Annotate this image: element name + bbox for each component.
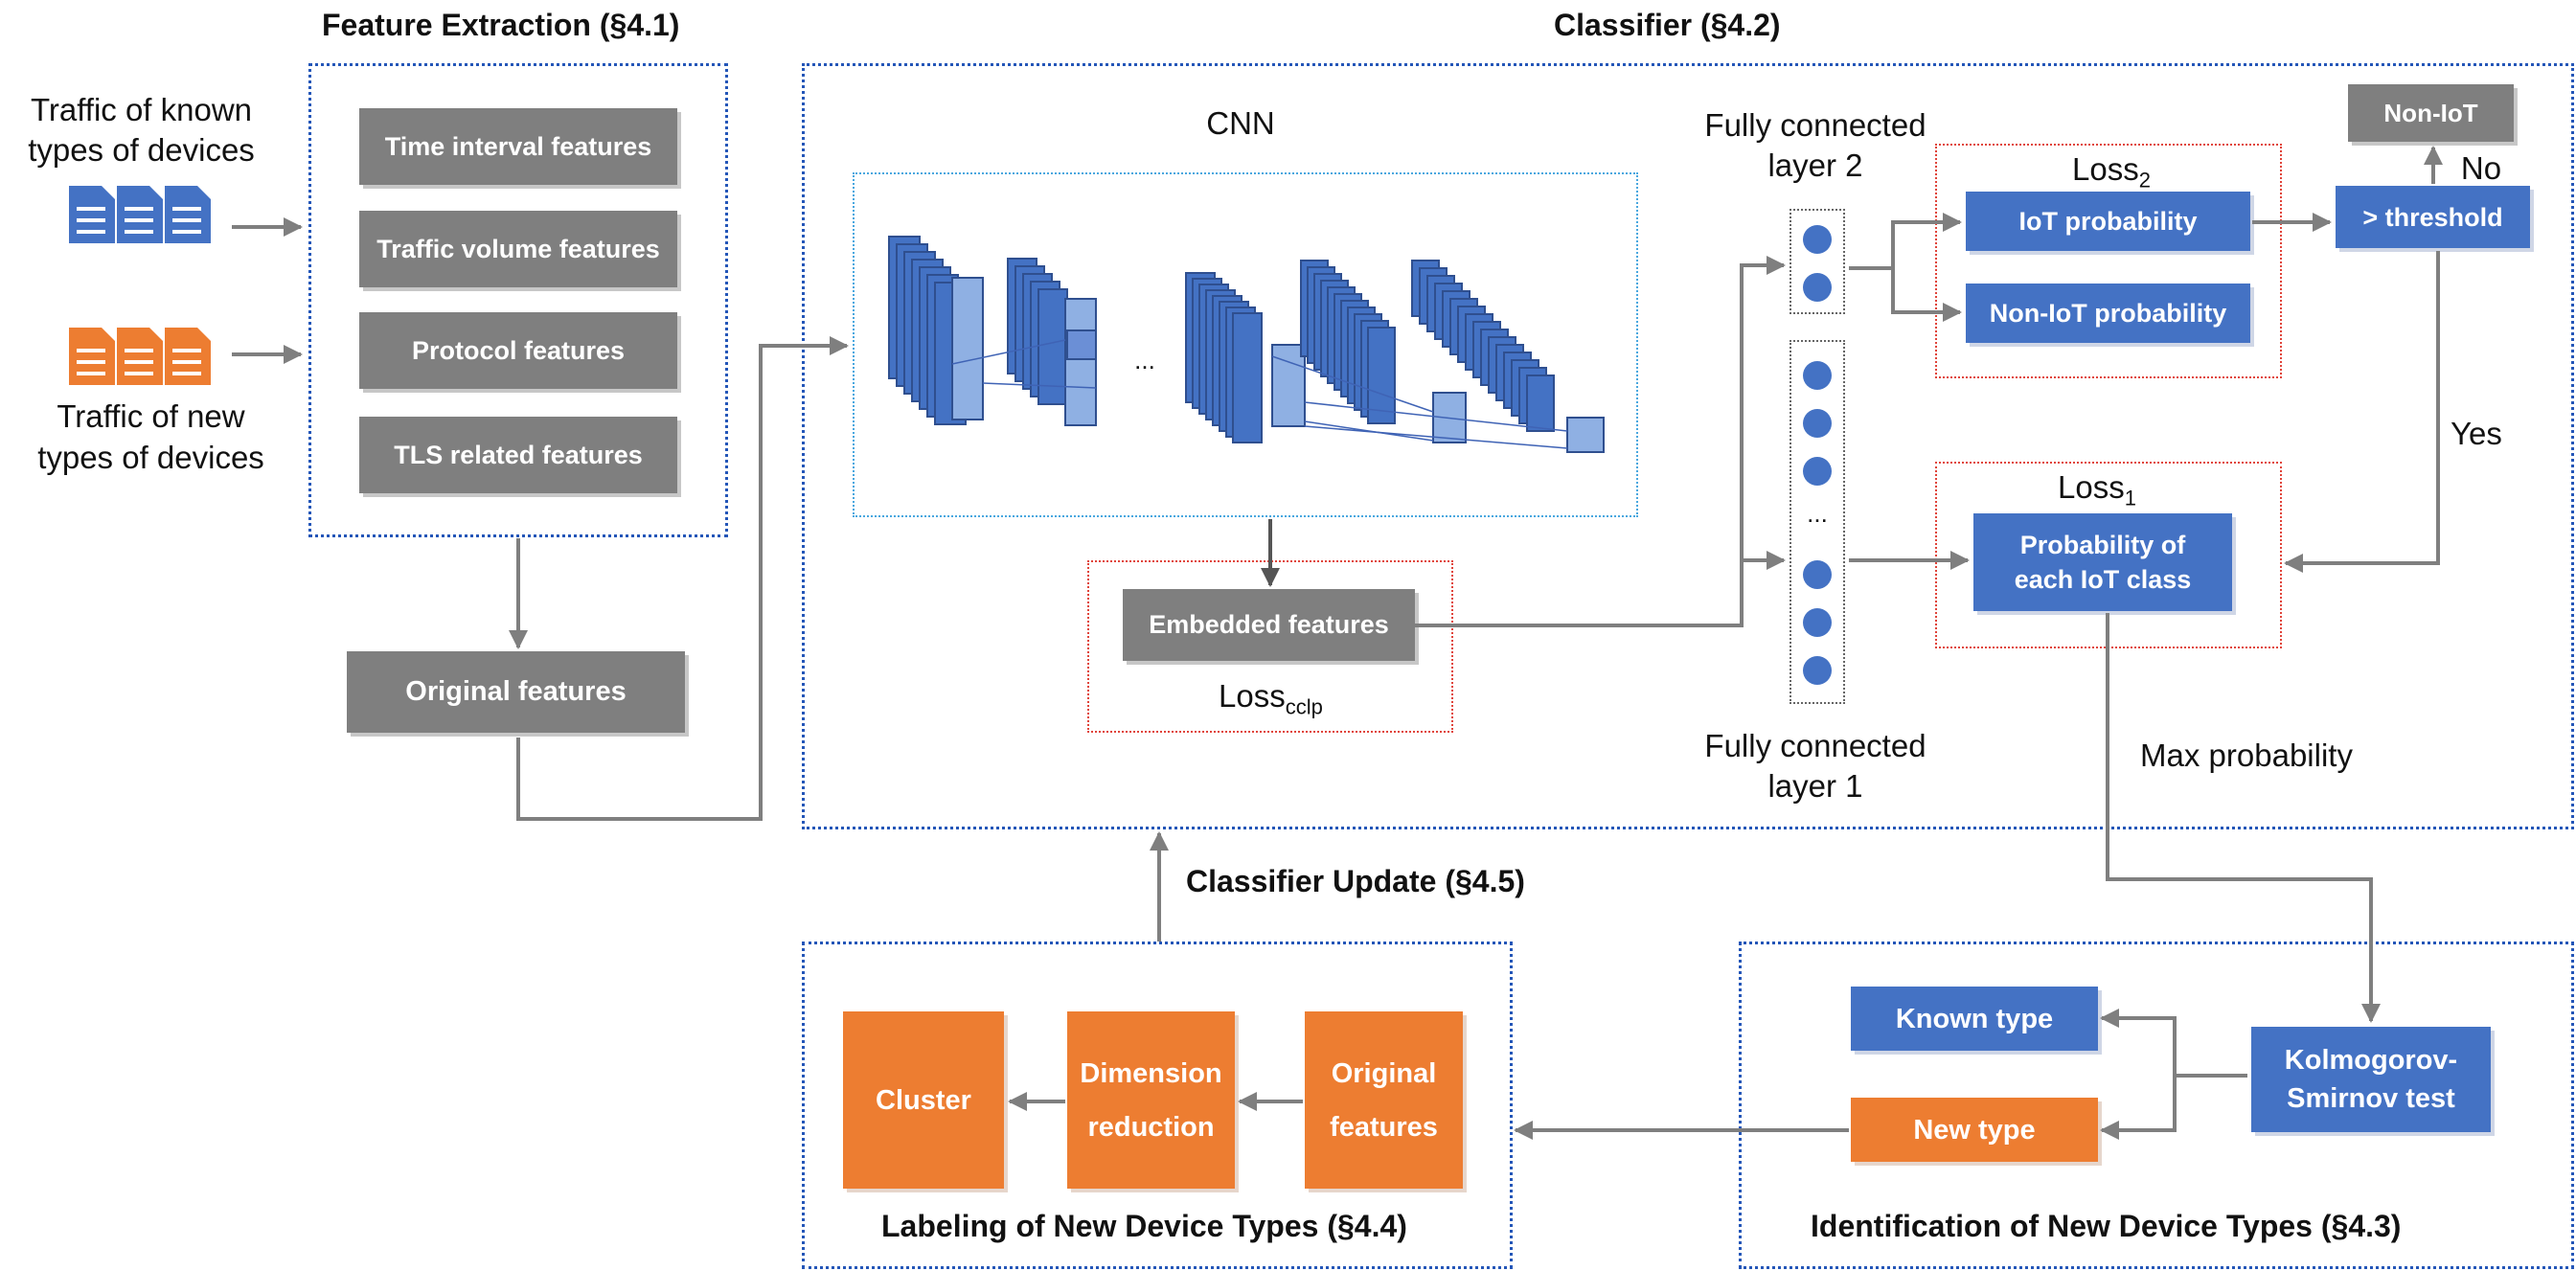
classifier-update-title: Classifier Update (§4.5) xyxy=(1186,864,1525,898)
no-label: No xyxy=(2460,150,2502,186)
original-features-line2: features xyxy=(1330,1111,1438,1143)
new-traffic-label-line2: types of devices xyxy=(37,440,264,475)
identification-title: Identification of New Device Types (§4.3… xyxy=(1811,1209,2402,1243)
fc-layer-1 xyxy=(1790,340,1845,704)
new-traffic-label-line1: Traffic of new xyxy=(57,398,245,434)
cnn-box xyxy=(853,172,1638,517)
threshold-box: > threshold xyxy=(2336,186,2530,248)
loss2-label: Loss2 xyxy=(2072,151,2151,193)
labeling-title: Labeling of New Device Types (§4.4) xyxy=(881,1209,1407,1243)
fc1-label-line2: layer 1 xyxy=(1767,768,1863,804)
fc2-label-line2: layer 2 xyxy=(1767,148,1863,183)
tls-features-box: TLS related features xyxy=(359,417,677,493)
fc2-neuron xyxy=(1803,225,1832,254)
feature-extraction-group xyxy=(308,63,728,537)
cnn-feature-maps xyxy=(888,236,1605,453)
fc1-ellipsis: ... xyxy=(1807,499,1828,528)
cnn-label: CNN xyxy=(1206,105,1275,141)
loss2-subscript: 2 xyxy=(2138,168,2151,193)
classifier-title: Classifier (§4.2) xyxy=(1554,8,1781,42)
fc1-label-line1: Fully connected xyxy=(1704,728,1926,763)
new-type-box: New type xyxy=(1851,1098,2098,1162)
loss1-text: Loss xyxy=(2058,469,2125,505)
cluster-box: Cluster xyxy=(843,1011,1004,1189)
ks-test-line2: Smirnov test xyxy=(2287,1083,2455,1114)
non-iot-probability-box: Non-IoT probability xyxy=(1966,284,2250,343)
known-traffic-documents-icon xyxy=(69,186,211,243)
iot-probability-box: IoT probability xyxy=(1966,192,2250,251)
known-traffic-label-line1: Traffic of known xyxy=(30,92,253,127)
non-iot-box: Non-IoT xyxy=(2348,84,2514,142)
loss-cclp-label: Losscclp xyxy=(1219,678,1323,720)
dimension-reduction-line1: Dimension xyxy=(1080,1057,1222,1089)
fc2-neuron xyxy=(1803,273,1832,302)
time-interval-features-box: Time interval features xyxy=(359,108,677,185)
loss2-text: Loss xyxy=(2072,151,2139,187)
probability-each-line1: Probability of xyxy=(2019,531,2186,559)
original-features-orange-box: Original features xyxy=(1305,1011,1463,1189)
fc1-neuron xyxy=(1803,409,1832,438)
loss-cclp-subscript: cclp xyxy=(1285,694,1323,719)
feature-extraction-title: Feature Extraction (§4.1) xyxy=(322,8,680,42)
fc1-neuron xyxy=(1803,560,1832,589)
embedded-features-box: Embedded features xyxy=(1123,589,1415,661)
probability-each-line2: each IoT class xyxy=(2014,565,2192,594)
fc1-neuron xyxy=(1803,656,1832,685)
loss1-label: Loss1 xyxy=(2058,469,2136,511)
original-features-line1: Original xyxy=(1331,1057,1437,1089)
ks-test-box: Kolmogorov- Smirnov test xyxy=(2251,1027,2491,1132)
max-probability-label: Max probability xyxy=(2140,738,2353,773)
new-traffic-documents-icon xyxy=(69,328,211,385)
identification-group xyxy=(1739,942,2574,1269)
dimension-reduction-line2: reduction xyxy=(1087,1111,1215,1143)
known-type-box: Known type xyxy=(1851,987,2098,1051)
labeling-group xyxy=(802,942,1513,1269)
classifier-group xyxy=(802,63,2574,829)
fc2-label-line1: Fully connected xyxy=(1704,107,1926,143)
fc1-neuron xyxy=(1803,608,1832,637)
protocol-features-box: Protocol features xyxy=(359,312,677,389)
original-features-box: Original features xyxy=(347,651,685,733)
ks-test-line1: Kolmogorov- xyxy=(2284,1045,2458,1076)
known-traffic-label-line2: types of devices xyxy=(28,132,255,168)
traffic-volume-features-box: Traffic volume features xyxy=(359,211,677,287)
loss1-subscript: 1 xyxy=(2124,486,2136,511)
loss2-box xyxy=(1935,144,2282,378)
loss-cclp-text: Loss xyxy=(1219,678,1286,714)
yes-label: Yes xyxy=(2451,416,2502,451)
probability-each-iot-class-box: Probability of each IoT class xyxy=(1973,513,2232,611)
cnn-ellipsis: ... xyxy=(1134,346,1155,374)
dimension-reduction-box: Dimension reduction xyxy=(1067,1011,1235,1189)
fc1-neuron xyxy=(1803,361,1832,390)
fc1-neuron xyxy=(1803,457,1832,486)
fc-layer-2 xyxy=(1790,209,1845,314)
